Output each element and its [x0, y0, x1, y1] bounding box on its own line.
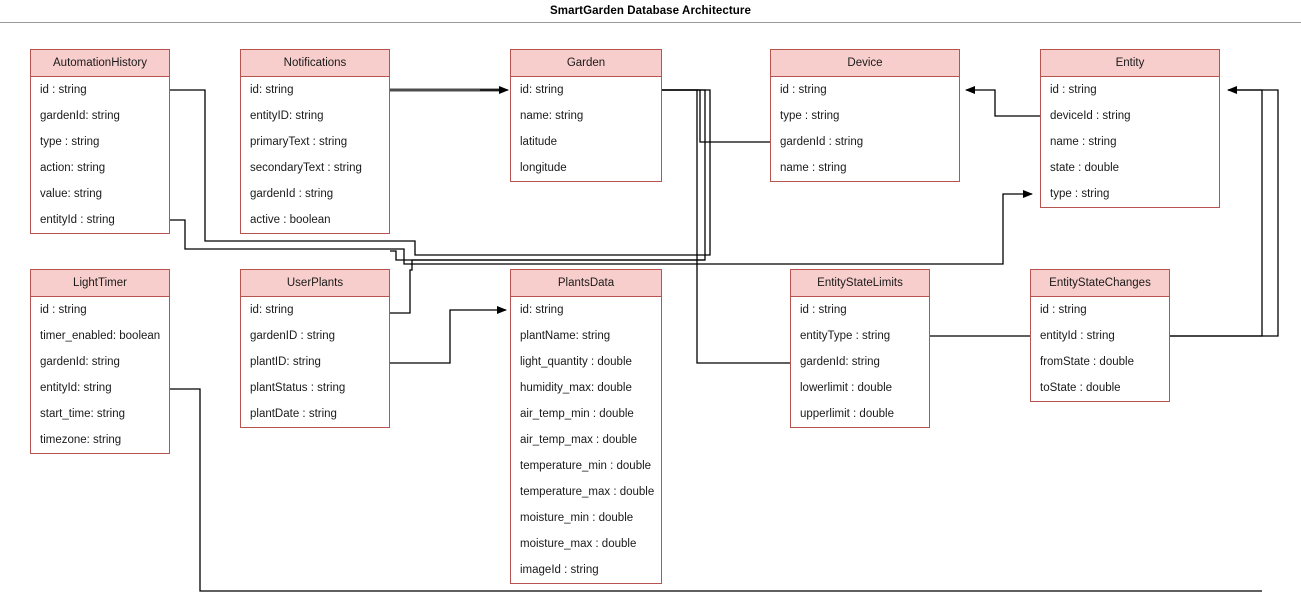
- entity-field-list: id: string plantName: string light_quantit…: [511, 297, 661, 583]
- entity-field: air_temp_min : double: [520, 408, 634, 420]
- entity-field: entityId : string: [1040, 330, 1115, 342]
- entity-field: secondaryText : string: [250, 162, 362, 174]
- entity-field: name : string: [1050, 136, 1117, 148]
- entity-field: gardenId: string: [40, 110, 120, 122]
- entity-field-list: id : string deviceId : string name : strin…: [1041, 77, 1219, 207]
- entity-field: latitude: [520, 136, 558, 148]
- entity-field: timezone: string: [40, 434, 122, 446]
- entity-field-list: id: string name: string latitude longitude: [511, 77, 661, 181]
- er-diagram: AutomationHistory id : string gardenId: st…: [0, 23, 1301, 611]
- entity-table-automation-history[interactable]: AutomationHistory id : string gardenId: st…: [30, 49, 170, 234]
- entity-table-garden[interactable]: Garden id: string name: string latitude long…: [510, 49, 662, 182]
- entity-field: imageId : string: [520, 564, 599, 576]
- entity-field: id : string: [800, 304, 847, 316]
- entity-title-user-plants: UserPlants: [241, 270, 389, 297]
- entity-field: light_quantity : double: [520, 356, 632, 368]
- entity-field-list: id : string entityType : string gardenId: …: [791, 297, 929, 427]
- entity-table-plants-data[interactable]: PlantsData id: string plantName: string lig…: [510, 269, 662, 584]
- entity-field: id: string: [250, 304, 294, 316]
- entity-field: name : string: [780, 162, 847, 174]
- entity-title-entity-state-changes: EntityStateChanges: [1031, 270, 1169, 297]
- entity-field: id: string: [250, 84, 294, 96]
- entity-field: deviceId : string: [1050, 110, 1131, 122]
- entity-field: temperature_max : double: [520, 486, 655, 498]
- entity-field: gardenId : string: [250, 188, 334, 200]
- entity-field: entityID: string: [250, 110, 324, 122]
- entity-field: entityId: string: [40, 382, 112, 394]
- entity-field: type : string: [780, 110, 840, 122]
- entity-field: gardenId : string: [780, 136, 864, 148]
- edge-userplants-plantid-to-plantsdata-id: [390, 306, 507, 364]
- entity-field: toState : double: [1040, 382, 1121, 394]
- entity-field: plantName: string: [520, 330, 611, 342]
- entity-field: state : double: [1050, 162, 1120, 174]
- entity-field: id : string: [1050, 84, 1097, 96]
- entity-field: plantStatus : string: [250, 382, 346, 394]
- entity-field: id: string: [520, 84, 564, 96]
- entity-field: plantDate : string: [250, 408, 337, 420]
- entity-field: type : string: [1050, 188, 1110, 200]
- entity-field-list: id : string entityId : string fromState : …: [1031, 297, 1169, 401]
- entity-table-light-timer[interactable]: LightTimer id : string timer_enabled: bool…: [30, 269, 170, 454]
- entity-field: air_temp_max : double: [520, 434, 637, 446]
- entity-table-entity-state-changes[interactable]: EntityStateChanges id : string entityId : …: [1030, 269, 1170, 402]
- entity-field: action: string: [40, 162, 106, 174]
- entity-field: entityId : string: [40, 214, 115, 226]
- entity-field-list: id : string type : string gardenId : strin…: [771, 77, 959, 181]
- entity-field: plantID: string: [250, 356, 321, 368]
- entity-field: id : string: [40, 304, 87, 316]
- entity-field: name: string: [520, 110, 584, 122]
- entity-title-entity-state-limits: EntityStateLimits: [791, 270, 929, 297]
- entity-field: timer_enabled: boolean: [40, 330, 161, 342]
- page-title: SmartGarden Database Architecture: [549, 5, 751, 17]
- entity-field: lowerlimit : double: [800, 382, 893, 394]
- entity-field-list: id: string gardenID : string plantID: stri…: [241, 297, 389, 427]
- entity-field-list: id : string gardenId: string type : string…: [31, 77, 169, 233]
- entity-field: temperature_min : double: [520, 460, 652, 472]
- entity-field: value: string: [40, 188, 103, 200]
- entity-title-garden: Garden: [511, 50, 661, 77]
- entity-field: longitude: [520, 162, 567, 174]
- entity-table-user-plants[interactable]: UserPlants id: string gardenID : string pla…: [240, 269, 390, 428]
- entity-field: gardenId: string: [800, 356, 880, 368]
- entity-field: upperlimit : double: [800, 408, 894, 420]
- entity-field: humidity_max: double: [520, 382, 632, 394]
- entity-table-notifications[interactable]: Notifications id: string entityID: string p…: [240, 49, 390, 234]
- diagram-title-bar: SmartGarden Database Architecture: [0, 0, 1301, 23]
- entity-field: gardenId: string: [40, 356, 120, 368]
- entity-title-device: Device: [771, 50, 959, 77]
- entity-field: id: string: [520, 304, 564, 316]
- entity-title-notifications: Notifications: [241, 50, 389, 77]
- entity-field: entityType : string: [800, 330, 891, 342]
- entity-title-entity: Entity: [1041, 50, 1219, 77]
- entity-field: primaryText : string: [250, 136, 348, 148]
- entity-title-automation-history: AutomationHistory: [31, 50, 169, 77]
- entity-table-device[interactable]: Device id : string type : string gardenId :…: [770, 49, 960, 182]
- entity-field: id : string: [1040, 304, 1087, 316]
- entity-field-list: id: string entityID: string primaryText : …: [241, 77, 389, 233]
- entity-field: moisture_min : double: [520, 512, 634, 524]
- entity-table-entity[interactable]: Entity id : string deviceId : string name :…: [1040, 49, 1220, 208]
- entity-field: moisture_max : double: [520, 538, 637, 550]
- entity-title-light-timer: LightTimer: [31, 270, 169, 297]
- entity-field: id : string: [780, 84, 827, 96]
- edge-entity-deviceid-to-device-id: [965, 86, 1040, 117]
- entity-field-list: id : string timer_enabled: boolean gardenI…: [31, 297, 169, 453]
- entity-field: fromState : double: [1040, 356, 1134, 368]
- entity-field: active : boolean: [250, 214, 331, 226]
- entity-field: gardenID : string: [250, 330, 336, 342]
- entity-title-plants-data: PlantsData: [511, 270, 661, 297]
- entity-field: start_time: string: [40, 408, 125, 420]
- entity-table-entity-state-limits[interactable]: EntityStateLimits id : string entityType :…: [790, 269, 930, 428]
- entity-field: type : string: [40, 136, 100, 148]
- entity-field: id : string: [40, 84, 87, 96]
